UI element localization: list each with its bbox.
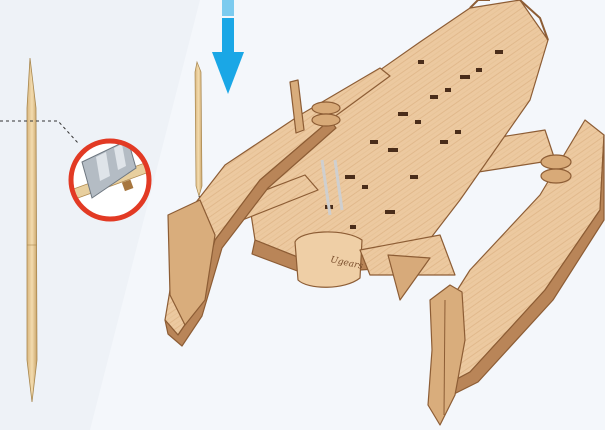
toothpick-icon xyxy=(27,58,37,402)
short-toothpick-icon xyxy=(195,62,202,196)
cut-callout-icon xyxy=(71,140,150,219)
